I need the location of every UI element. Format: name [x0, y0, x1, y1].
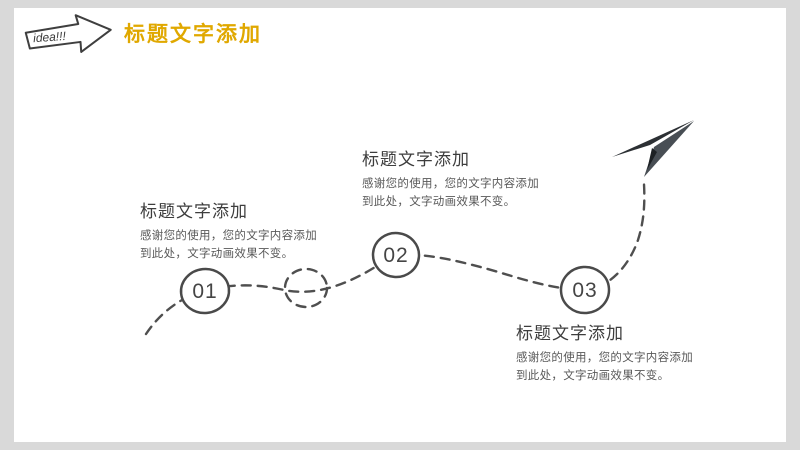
- step-body-line2: 到此处，文字动画效果不变。: [140, 248, 294, 261]
- step-body: 感谢您的使用，您的文字内容添加 到此处，文字动画效果不变。: [516, 349, 721, 386]
- step-body-line1: 感谢您的使用，您的文字内容添加: [362, 178, 539, 190]
- step-body-line1: 感谢您的使用，您的文字内容添加: [140, 230, 317, 242]
- step-block-3: 标题文字添加 感谢您的使用，您的文字内容添加 到此处，文字动画效果不变。: [516, 319, 721, 386]
- step-block-2: 标题文字添加 感谢您的使用，您的文字内容添加 到此处，文字动画效果不变。: [362, 145, 567, 212]
- step-number-01: 01: [192, 280, 217, 303]
- page-title: 标题文字添加: [124, 23, 262, 46]
- slide-background: [14, 8, 786, 442]
- step-circle-03: 03: [559, 265, 611, 315]
- idea-label: idea!!!: [33, 29, 67, 45]
- step-heading: 标题文字添加: [516, 324, 624, 343]
- step-circle-01: 01: [179, 267, 231, 315]
- path-loop: [283, 267, 329, 309]
- step-body: 感谢您的使用，您的文字内容添加 到此处，文字动画效果不变。: [140, 227, 345, 264]
- step-heading: 标题文字添加: [140, 202, 248, 221]
- step-circle-02: 02: [371, 231, 421, 279]
- step-body-line1: 感谢您的使用，您的文字内容添加: [516, 352, 693, 364]
- paper-plane-icon: [612, 120, 694, 177]
- step-body-line2: 到此处，文字动画效果不变。: [362, 196, 516, 209]
- step-body-line2: 到此处，文字动画效果不变。: [516, 370, 670, 383]
- step-number-03: 03: [572, 279, 597, 302]
- step-heading: 标题文字添加: [362, 150, 470, 169]
- step-block-1: 标题文字添加 感谢您的使用，您的文字内容添加 到此处，文字动画效果不变。: [140, 197, 345, 264]
- step-number-02: 02: [383, 244, 408, 267]
- step-body: 感谢您的使用，您的文字内容添加 到此处，文字动画效果不变。: [362, 175, 567, 212]
- idea-arrow-icon: idea!!!: [24, 14, 112, 53]
